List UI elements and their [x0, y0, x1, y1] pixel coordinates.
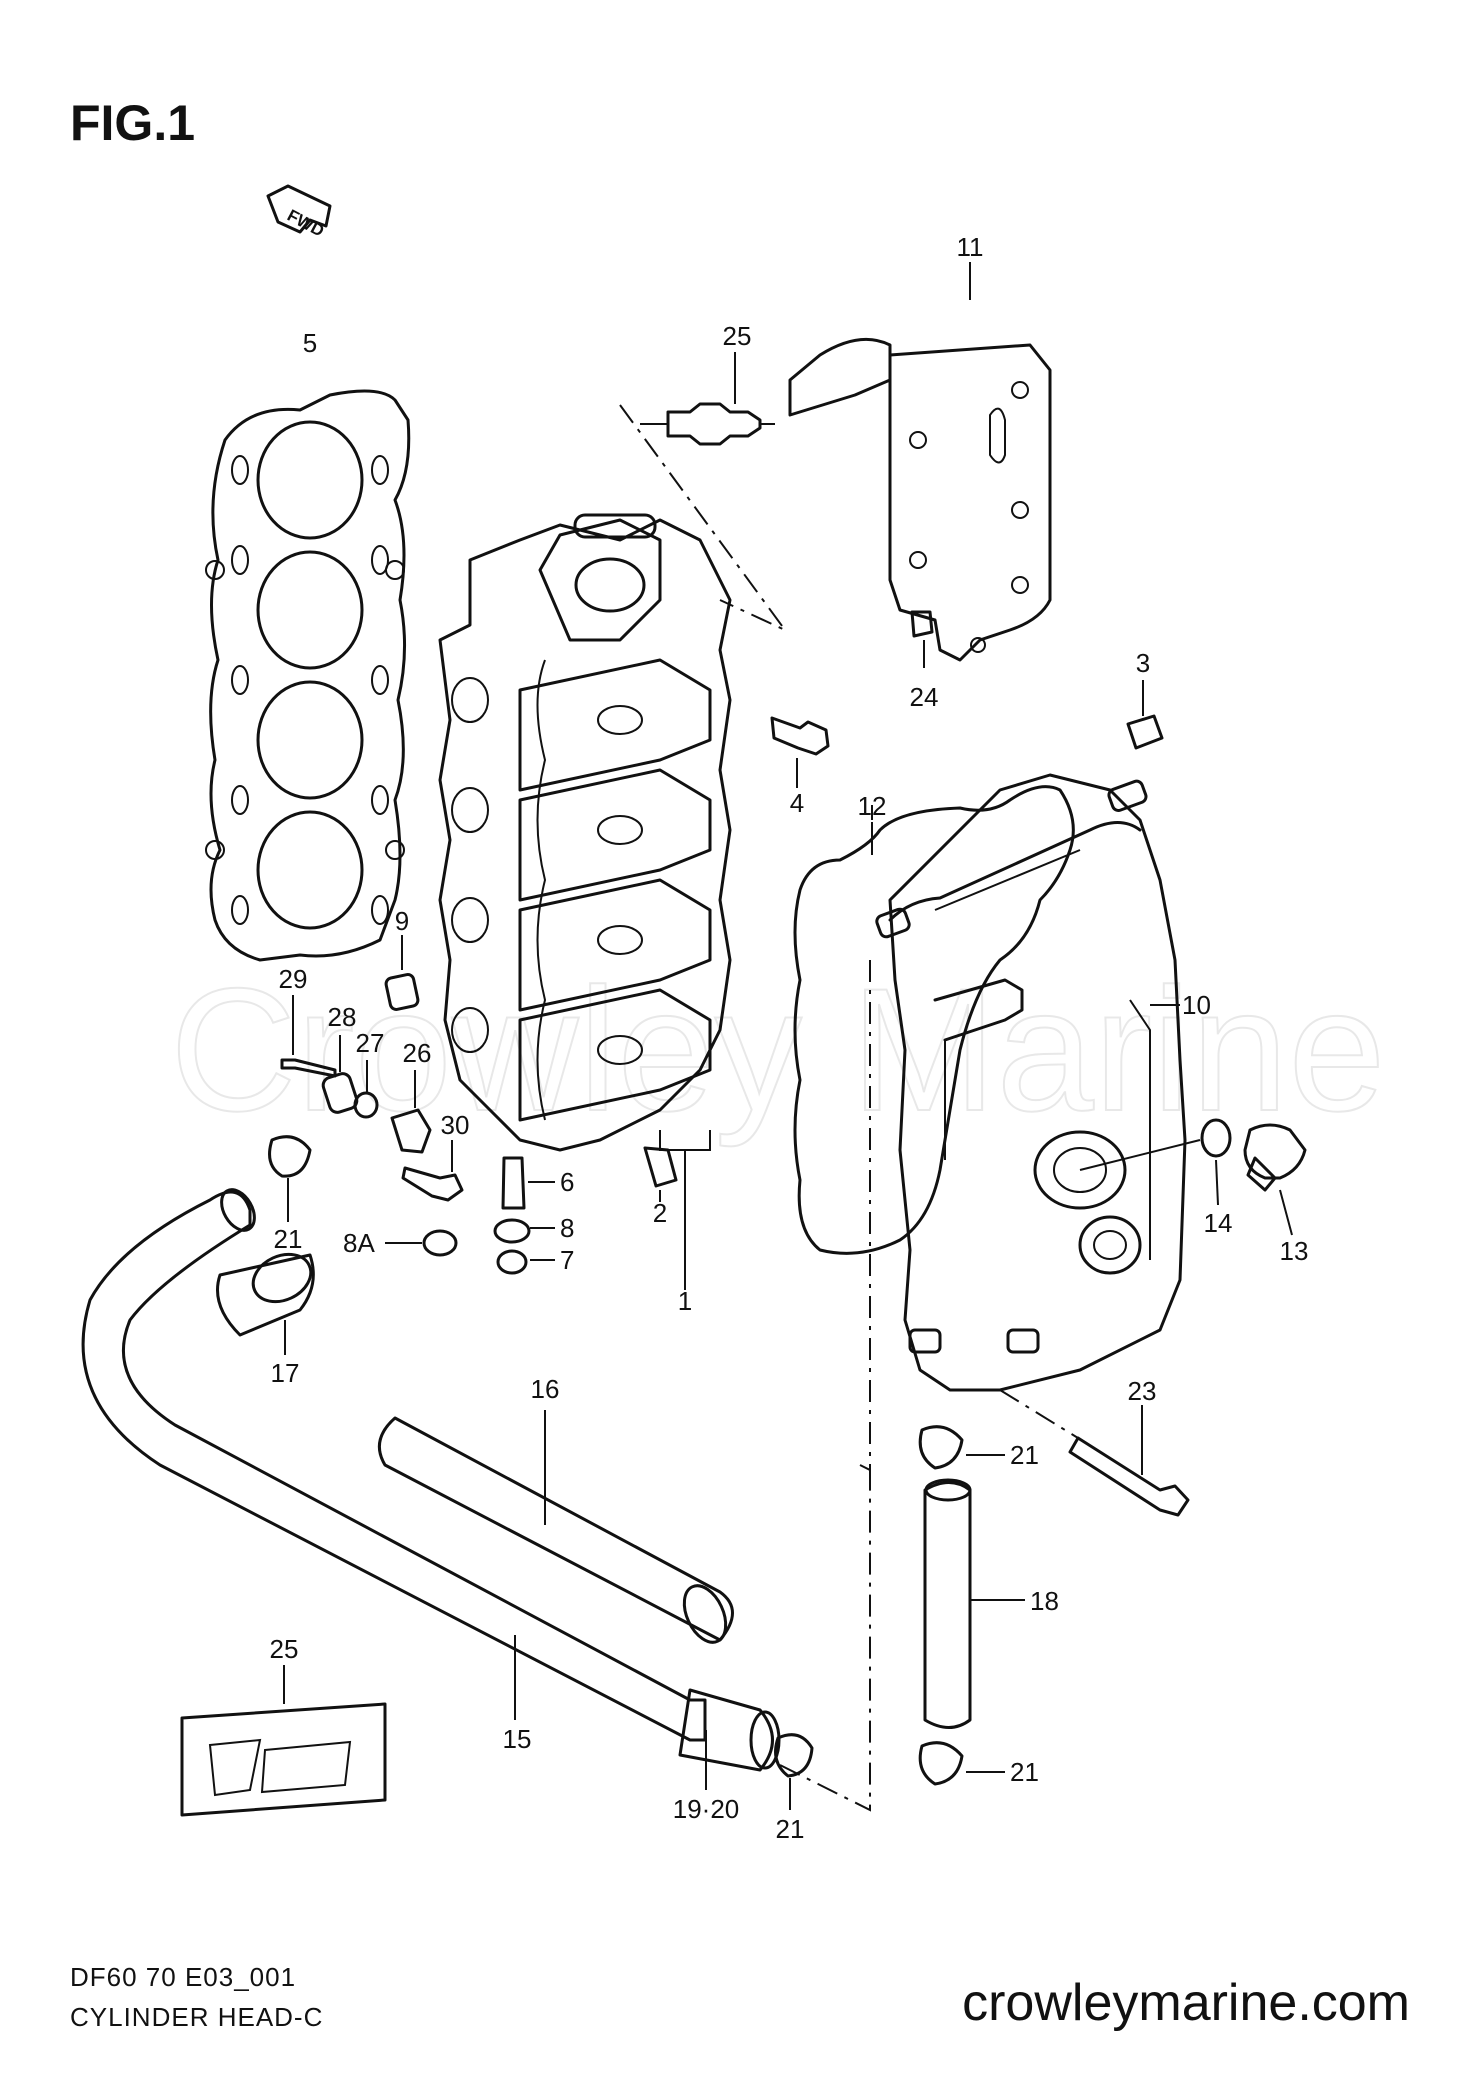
callout-24: 25	[723, 321, 752, 351]
callout-3: 3	[1136, 648, 1150, 678]
callout-27: 27	[356, 1028, 385, 1058]
dowel-9-part	[384, 973, 420, 1011]
bolt-4-part	[770, 716, 830, 756]
callout-10: 10	[1182, 990, 1211, 1020]
callout-1: 1	[678, 1286, 692, 1316]
callout-7: 7	[560, 1245, 574, 1275]
watermark-text: Crowley Marine	[170, 953, 1386, 1148]
forward-arrow-icon: FWD	[266, 184, 332, 241]
callout-16: 16	[531, 1374, 560, 1404]
callout-26: 26	[403, 1038, 432, 1068]
hose-16-part	[377, 1416, 734, 1644]
callout-25: 25	[270, 1634, 299, 1664]
hose-18-part	[923, 1478, 972, 1729]
callout-28: 28	[328, 1002, 357, 1032]
diagram-code: DF60 70 E03_001	[70, 1962, 296, 1992]
spark-plug-part	[640, 402, 775, 446]
bolt-30-part	[401, 1166, 464, 1202]
callout-15: 15	[503, 1724, 532, 1754]
callout-17: 17	[271, 1358, 300, 1388]
o-ring-part	[1200, 1118, 1232, 1158]
dowel-pin-part	[910, 610, 934, 638]
callout-13: 13	[1280, 1236, 1309, 1266]
oil-filler-cap-part	[1243, 1123, 1307, 1192]
section-name: CYLINDER HEAD-C	[70, 2002, 323, 2032]
stud-2-part	[643, 1146, 678, 1188]
decal-25-part	[180, 1702, 387, 1817]
callout-21-lower-right: 21	[1010, 1757, 1039, 1787]
cylinder-head-cover-part	[875, 773, 1187, 1392]
washer-8-part	[493, 1218, 531, 1244]
bent-hose-15-part	[81, 1188, 781, 1772]
callout-29: 29	[279, 964, 308, 994]
plug-part	[1126, 714, 1164, 750]
cylinder-head-part	[438, 513, 732, 1152]
callout-9: 9	[395, 906, 409, 936]
callout-21-left: 21	[274, 1224, 303, 1254]
sleeve-28-part	[321, 1072, 359, 1114]
callout-6: 6	[560, 1167, 574, 1197]
callout-30: 30	[441, 1110, 470, 1140]
bracket-part	[788, 337, 1052, 662]
callout-2: 2	[653, 1198, 667, 1228]
head-gasket-part	[205, 389, 411, 962]
callout-5: 5	[303, 328, 317, 358]
callout-21-bottom: 21	[776, 1814, 805, 1844]
callout-23: 24	[910, 682, 939, 712]
nut-8a-part	[422, 1229, 458, 1257]
callout-8a: 8A	[343, 1228, 375, 1258]
cover-gasket-part	[793, 785, 1075, 1255]
bolt-22-part	[1068, 1436, 1190, 1517]
callout-8: 8	[560, 1213, 574, 1243]
callout-12: 12	[858, 791, 887, 821]
brand-url[interactable]: crowleymarine.com	[962, 1974, 1410, 2032]
callout-4: 4	[790, 788, 804, 818]
figure-title: FIG.1	[70, 95, 195, 151]
callout-11: 11	[957, 232, 984, 262]
washer-27-part	[353, 1091, 379, 1119]
stud-6-part	[501, 1156, 526, 1210]
callout-22: 23	[1128, 1376, 1157, 1406]
short-hose-17-part	[216, 1252, 315, 1337]
callout-18: 18	[1030, 1586, 1059, 1616]
fitting-26-part	[390, 1108, 432, 1154]
nut-7-part	[496, 1249, 528, 1275]
callout-14: 14	[1204, 1208, 1233, 1238]
callout-19-20: 19·20	[673, 1794, 740, 1824]
callout-21-upper-right: 21	[1010, 1440, 1039, 1470]
